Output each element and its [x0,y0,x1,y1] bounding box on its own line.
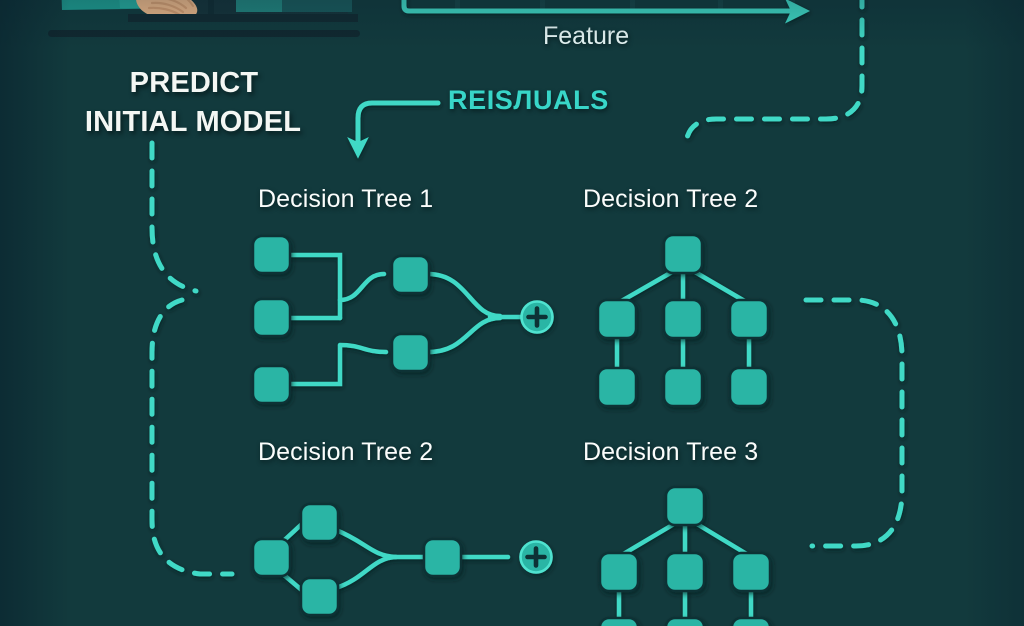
tree-3-graph [251,502,553,617]
plus-badge-tree1 [520,300,554,334]
tree-node [662,366,704,408]
tree-node [730,616,772,626]
tree-node [299,502,340,543]
tree-node [730,551,772,593]
residuals-label: REISЛUALS [448,85,609,115]
tree-node [598,551,640,593]
tree-node [251,297,292,338]
tree-node [664,485,706,527]
tree-node [390,254,431,295]
tree-node [596,298,638,340]
tree-title-1: Decision Tree 1 [258,185,434,213]
arrow-initial-model-lower-branch [149,297,235,577]
tree-node [598,616,640,626]
plus-badge-tree3 [519,540,553,574]
tree-node [664,616,706,626]
arrow-initial-model-to-tree1 [149,140,226,303]
tree-1-graph [251,234,554,405]
headline-line-2: INITIAL MODEL [84,105,302,138]
person-at-laptop-illustration [48,0,360,37]
tree-node [728,298,770,340]
tree-node [662,298,704,340]
feature-axis-chart [401,0,810,24]
tree-node [299,576,340,617]
headline-line-1: PREDICT [129,67,259,99]
tree-node [596,366,638,408]
arrow-tree2-to-tree3-loop [803,297,905,549]
tree-node [251,364,292,405]
tree-node [728,366,770,408]
tree-node [662,233,704,275]
tree-2-graph [596,233,770,408]
feature-axis-label: Feature [543,22,630,50]
arrow-feature-chart-to-tree2 [674,0,865,162]
tree-title-4: Decision Tree 3 [583,438,759,466]
tree-title-2: Decision Tree 2 [583,185,759,213]
tree-4-graph [598,485,772,626]
tree-node [251,234,292,275]
tree-node [422,537,463,578]
tree-title-3: Decision Tree 2 [258,438,434,466]
tree-node [251,537,292,578]
page-title: PREDICT INITIAL MODEL [74,64,314,141]
tree-node [390,332,431,373]
tree-node [664,551,706,593]
arrow-residuals-to-tree1 [347,100,441,159]
